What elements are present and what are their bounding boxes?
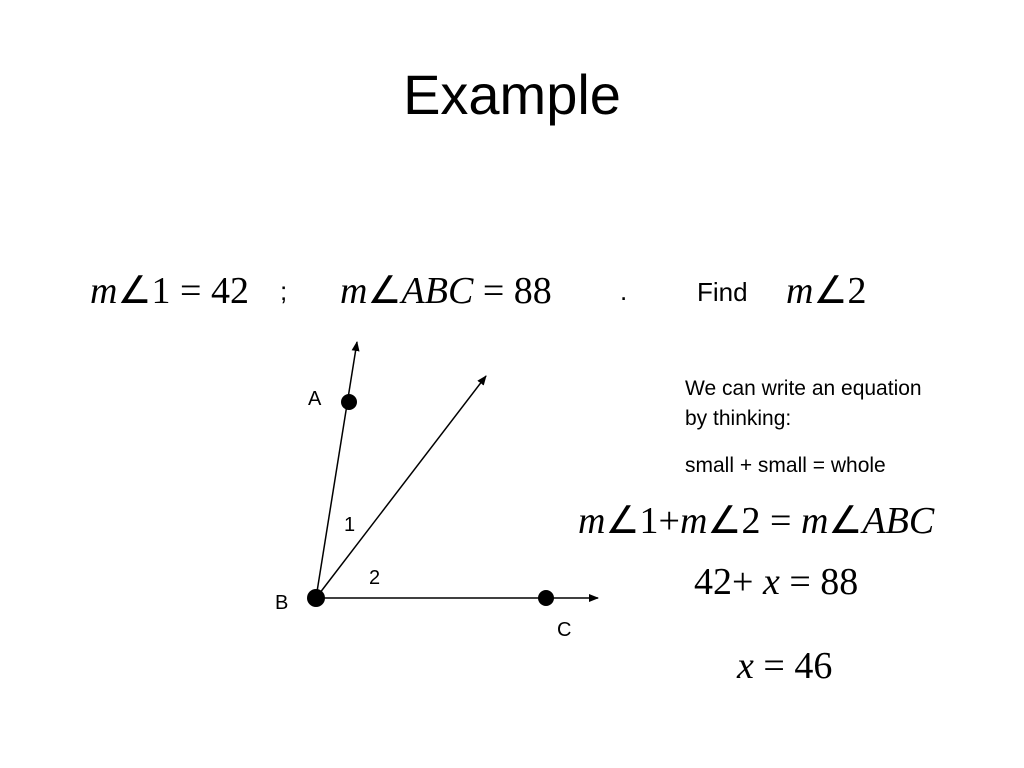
- label-angle-2: 2: [369, 567, 380, 589]
- point-a-dot: [341, 394, 357, 410]
- note-rule: small + small = whole: [685, 454, 886, 477]
- find-angle2: m∠2: [786, 270, 867, 312]
- ray-ba: [315, 341, 360, 599]
- note-line2: by thinking:: [685, 407, 792, 430]
- equation-substituted: 42+ x = 88: [694, 561, 859, 603]
- given-period: .: [620, 276, 628, 306]
- label-b: B: [275, 592, 288, 614]
- equation-sum: m∠1+m∠2 = m∠ABC: [578, 500, 935, 542]
- given-angle1: m∠1 = 42: [90, 270, 249, 312]
- given-angle-abc: m∠ABC = 88: [340, 270, 552, 312]
- slide-title: Example: [403, 63, 621, 126]
- find-label: Find: [697, 277, 748, 307]
- label-a: A: [308, 388, 322, 410]
- ray-middle: [315, 375, 487, 599]
- point-c-dot: [538, 590, 554, 606]
- given-separator: ;: [280, 276, 288, 306]
- label-angle-1: 1: [344, 514, 355, 536]
- note-line1: We can write an equation: [685, 377, 922, 400]
- point-b-dot: [307, 589, 325, 607]
- label-c: C: [557, 619, 571, 641]
- equation-solution: x = 46: [737, 645, 833, 687]
